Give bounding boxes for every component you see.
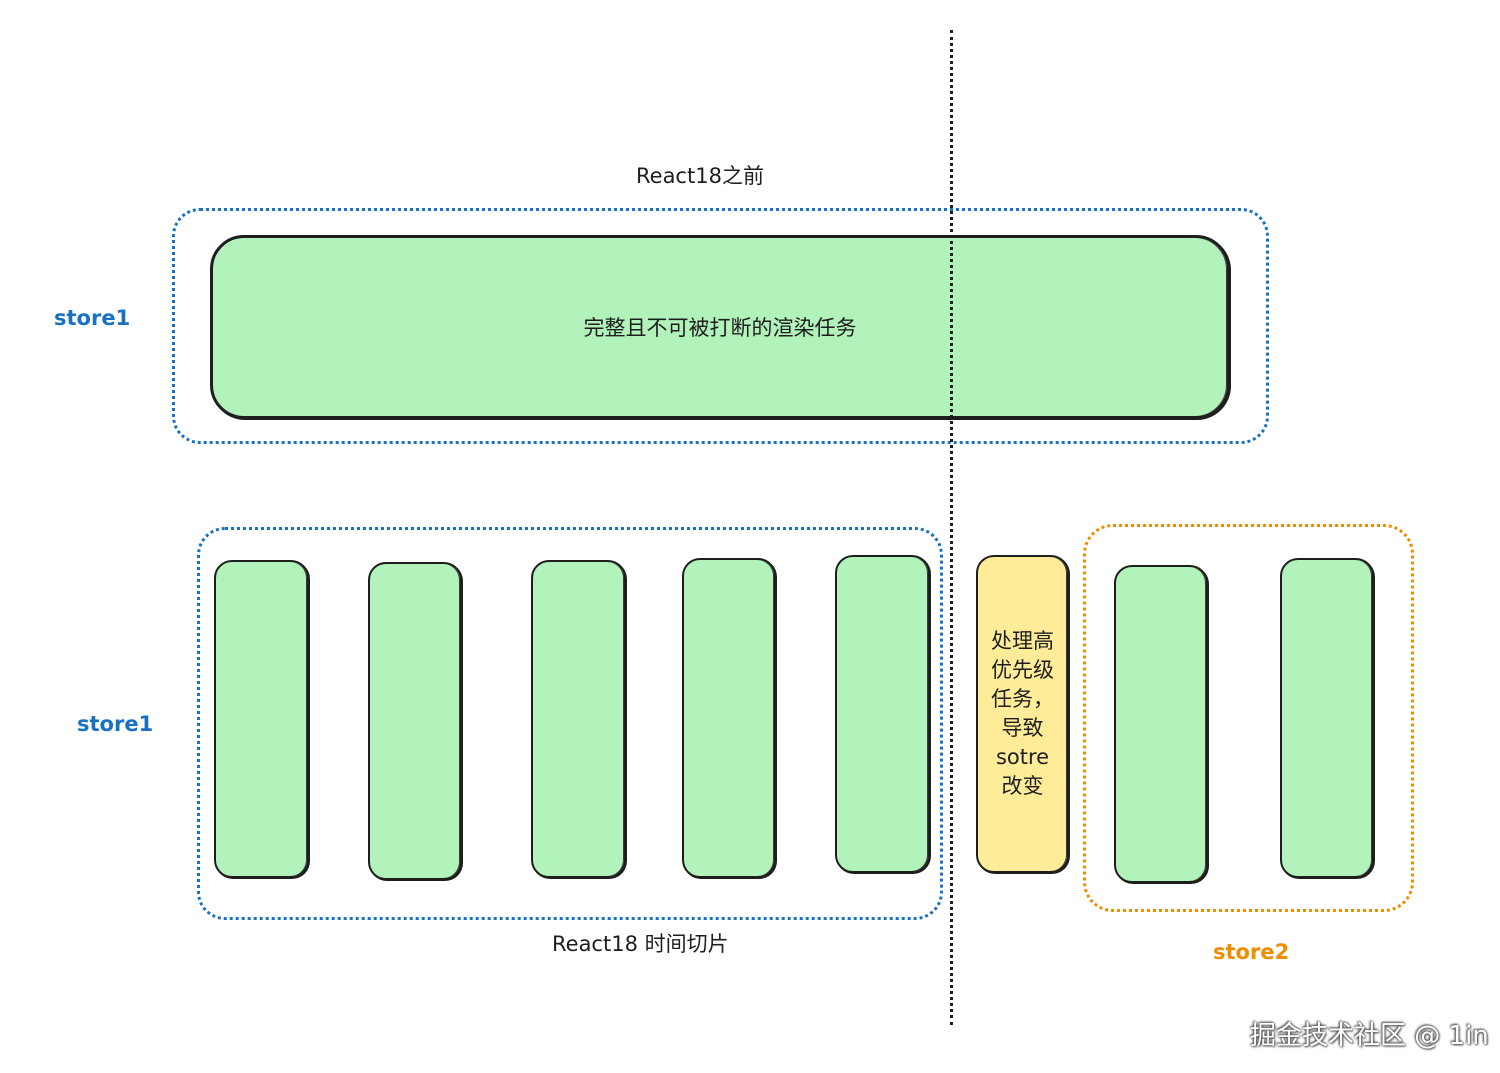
store1-label-bottom: store1 bbox=[77, 712, 154, 736]
store2-label: store2 bbox=[1213, 940, 1290, 964]
time-slice-block bbox=[214, 560, 309, 878]
vertical-divider bbox=[950, 30, 953, 1025]
time-slice-block bbox=[531, 560, 626, 878]
store1-label-top: store1 bbox=[54, 306, 131, 330]
high-priority-task-block: 处理高 优先级 任务， 导致 sotre 改变 bbox=[976, 555, 1069, 873]
store1-group-bottom bbox=[197, 527, 943, 920]
full-render-task-label: 完整且不可被打断的渲染任务 bbox=[583, 316, 857, 340]
store2-slice-block bbox=[1114, 565, 1208, 883]
full-render-task-block: 完整且不可被打断的渲染任务 bbox=[210, 235, 1230, 419]
store1-group-top bbox=[172, 208, 1269, 444]
time-slice-block bbox=[368, 562, 462, 880]
title-before-react18: React18之前 bbox=[636, 164, 764, 188]
time-slice-block bbox=[682, 558, 776, 878]
time-slice-block bbox=[835, 555, 930, 873]
time-slice-label: React18 时间切片 bbox=[552, 932, 729, 956]
watermark: 掘金技术社区 @ 1in bbox=[1250, 1021, 1489, 1051]
store2-group bbox=[1083, 524, 1414, 912]
store2-slice-block bbox=[1280, 558, 1374, 878]
high-priority-task-label: 处理高 优先级 任务， 导致 sotre 改变 bbox=[991, 629, 1054, 798]
